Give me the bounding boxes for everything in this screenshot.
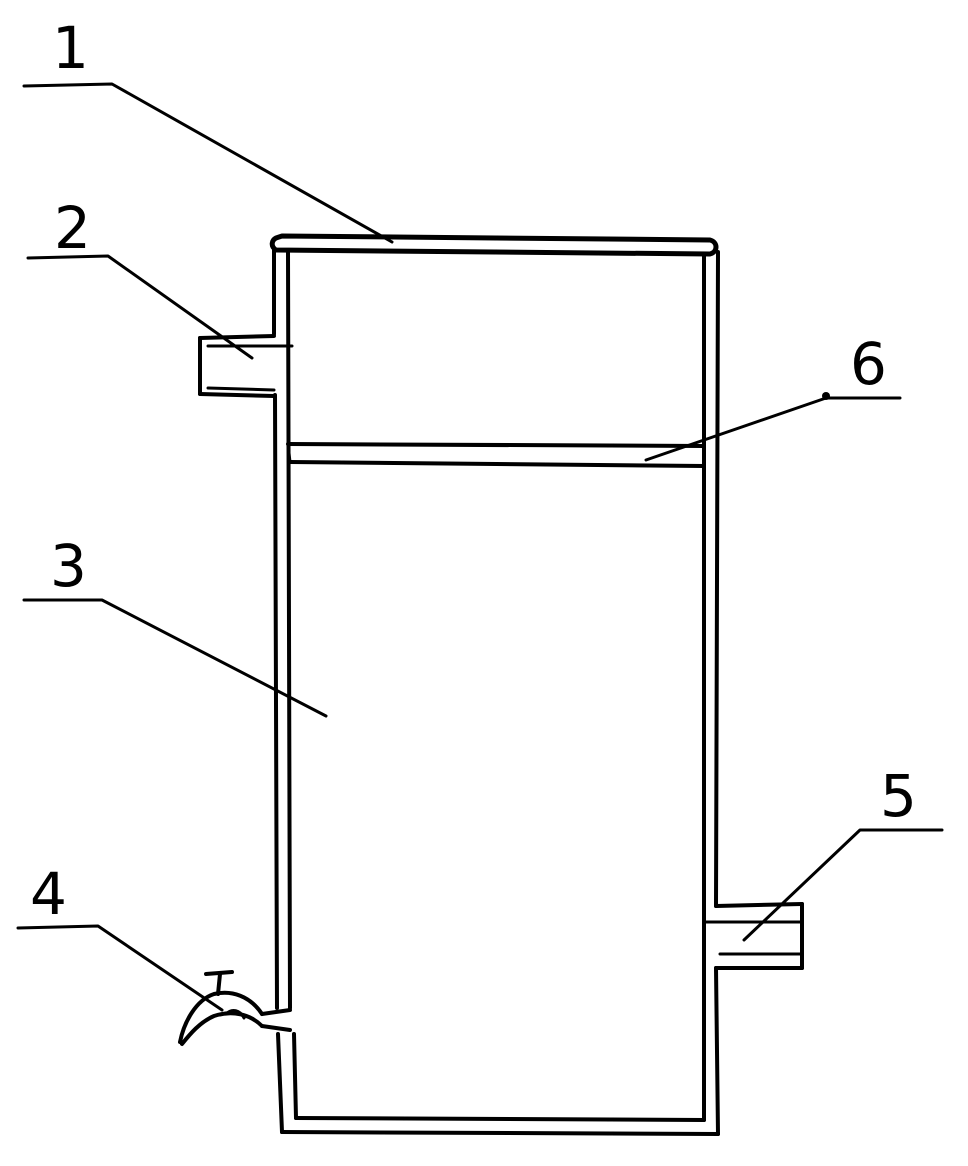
- leader-6-dot: [822, 392, 830, 400]
- callout-4: 4: [30, 860, 67, 928]
- left-wall-inner-bottom: [292, 1032, 298, 1120]
- tank-bottom-outer: [280, 1130, 720, 1136]
- partition-plate: [286, 442, 706, 468]
- leader-1: [22, 82, 394, 244]
- right-wall-outer: [714, 250, 720, 908]
- callout-labels: 1 2 3 4 5 6: [30, 14, 917, 928]
- outlet-pipe: [704, 902, 804, 970]
- left-wall-outer-lower: [273, 393, 279, 1010]
- drain-valve: [178, 970, 292, 1046]
- right-wall-outer-lower: [714, 966, 720, 1136]
- inlet-pipe: [198, 334, 294, 398]
- tank-lid: [269, 233, 719, 257]
- left-wall-outer-bottom: [276, 1032, 284, 1134]
- left-wall-inner: [286, 250, 292, 1010]
- callout-5: 5: [880, 762, 917, 830]
- leader-6: [644, 396, 902, 462]
- callout-3: 3: [50, 532, 87, 600]
- callout-6: 6: [850, 330, 887, 398]
- callout-2: 2: [54, 194, 91, 262]
- leader-2: [26, 254, 254, 360]
- callout-1: 1: [52, 14, 89, 82]
- leader-lines: [16, 82, 944, 1012]
- leader-4: [16, 924, 224, 1012]
- leader-5: [742, 828, 944, 942]
- tank-bottom-inner: [294, 1116, 706, 1122]
- leader-3: [22, 598, 328, 718]
- tank-body: [269, 233, 720, 1136]
